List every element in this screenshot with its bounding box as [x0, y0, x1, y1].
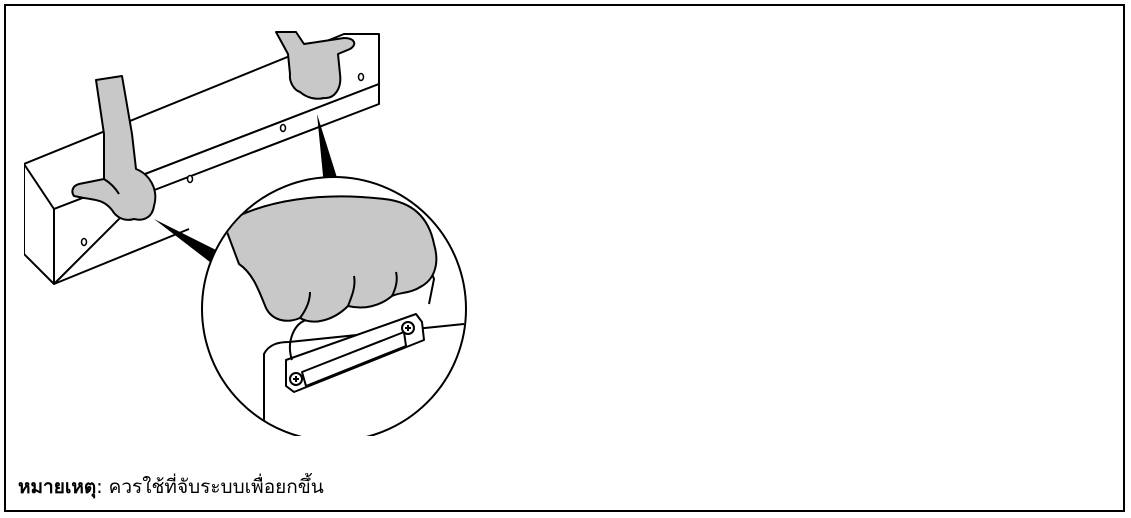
zoom-hand	[223, 195, 438, 323]
note-text: ควรใช้ที่จับระบบเพื่อยกขึ้น	[102, 476, 324, 498]
note-label: หมายเหตุ	[18, 476, 97, 498]
lifting-illustration	[24, 31, 467, 436]
callout-pointers	[154, 114, 339, 269]
left-hand	[71, 75, 157, 221]
note-line: หมายเหตุ: ควรใช้ที่จับระบบเพื่อยกขึ้น	[18, 472, 324, 502]
right-hand	[275, 31, 356, 100]
document-frame: หมายเหตุ: ควรใช้ที่จับระบบเพื่อยกขึ้น	[4, 4, 1125, 512]
note-separator: :	[96, 476, 103, 498]
chassis-holes	[80, 72, 365, 247]
handle-bracket	[285, 313, 425, 393]
zoom-detail	[201, 176, 467, 436]
